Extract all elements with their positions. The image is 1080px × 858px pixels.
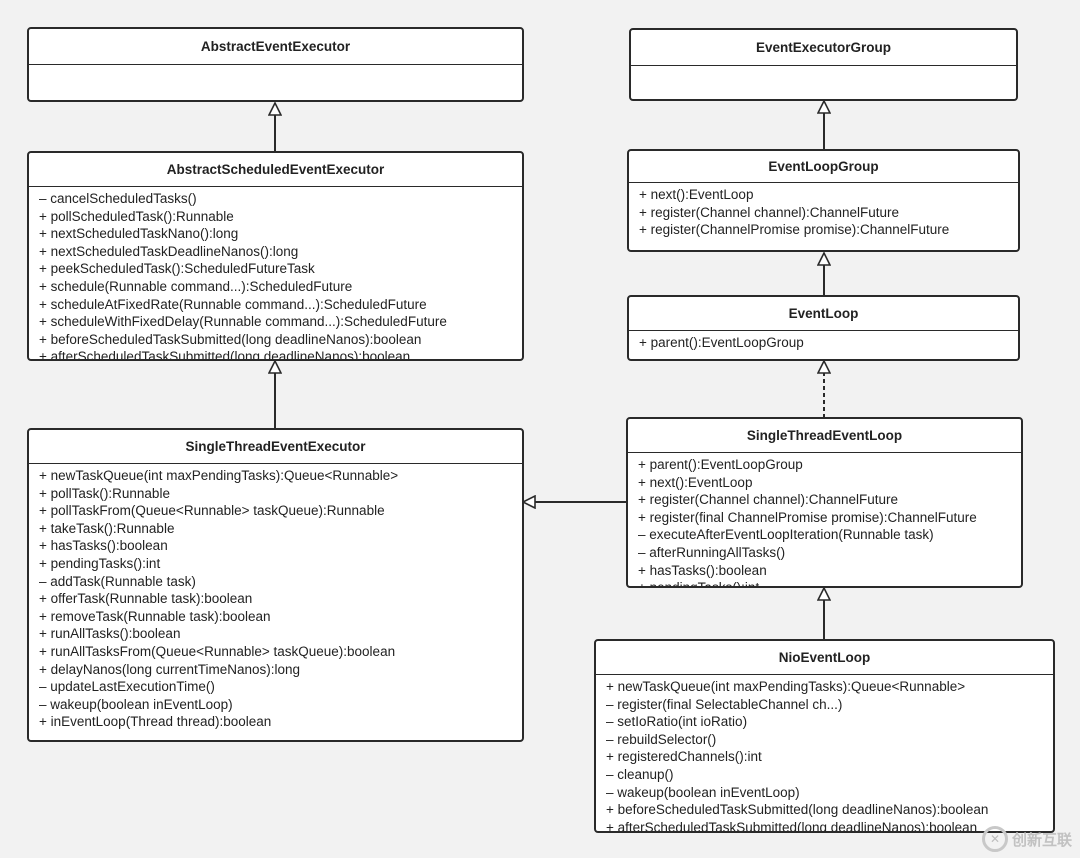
- class-member: + removeTask(Runnable task):boolean: [39, 608, 271, 624]
- member-list: + newTaskQueue(int maxPendingTasks):Queu…: [29, 464, 522, 742]
- class-member: + pollTask():Runnable: [39, 485, 170, 501]
- class-abstract-scheduled-event-executor: AbstractScheduledEventExecutor – cancelS…: [27, 151, 524, 361]
- class-member: – rebuildSelector(): [606, 731, 717, 747]
- class-member: + nextScheduledTaskNano():long: [39, 226, 239, 242]
- class-name: EventLoopGroup: [629, 151, 1018, 183]
- class-member: – setIoRatio(int ioRatio): [606, 714, 748, 730]
- class-member: – afterRunningAllTasks(): [638, 544, 786, 560]
- class-single-thread-event-executor: SingleThreadEventExecutor + newTaskQueue…: [27, 428, 524, 742]
- class-member: + beforeScheduledTaskSubmitted(long dead…: [606, 802, 989, 818]
- class-member: – executeAfterEventLoopIteration(Runnabl…: [638, 527, 934, 543]
- member-list: + newTaskQueue(int maxPendingTasks):Queu…: [596, 675, 1053, 833]
- class-member: + afterScheduledTaskSubmitted(long deadl…: [606, 819, 978, 833]
- class-member: ...: [39, 731, 51, 742]
- class-name: AbstractScheduledEventExecutor: [29, 153, 522, 187]
- brand-logo-icon: ✕: [981, 826, 1008, 852]
- class-name: SingleThreadEventLoop: [628, 419, 1021, 453]
- member-list: – cancelScheduledTasks() + pollScheduledT…: [29, 187, 522, 361]
- class-member: – wakeup(boolean inEventLoop): [39, 696, 233, 712]
- class-member: + register(Channel channel):ChannelFutur…: [638, 492, 899, 508]
- class-member: + parent():EventLoopGroup: [638, 457, 803, 472]
- class-name: NioEventLoop: [596, 641, 1053, 675]
- class-event-loop: EventLoop + parent():EventLoopGroup: [627, 295, 1020, 361]
- class-member: + newTaskQueue(int maxPendingTasks):Queu…: [39, 468, 399, 483]
- watermark-logo: ✕ 创新互联: [981, 826, 1072, 852]
- class-nio-event-loop: NioEventLoop + newTaskQueue(int maxPendi…: [594, 639, 1055, 833]
- class-member: + pendingTasks():int: [39, 555, 161, 571]
- class-member: + runAllTasksFrom(Queue<Runnable> taskQu…: [39, 643, 396, 659]
- class-abstract-event-executor: AbstractEventExecutor: [27, 27, 524, 102]
- class-member: – addTask(Runnable task): [39, 573, 196, 589]
- class-member: + inEventLoop(Thread thread):boolean: [39, 714, 272, 730]
- class-member: + schedule(Runnable command...):Schedule…: [39, 278, 353, 294]
- class-member: + next():EventLoop: [639, 187, 754, 202]
- class-member: + takeTask():Runnable: [39, 520, 175, 536]
- class-member: + register(ChannelPromise promise):Chann…: [639, 222, 950, 238]
- member-list: [29, 65, 522, 68]
- class-member: + runAllTasks():boolean: [39, 626, 181, 642]
- class-member: + registeredChannels():int: [606, 749, 762, 765]
- class-member: + scheduleAtFixedRate(Runnable command..…: [39, 296, 427, 312]
- class-member: – cleanup(): [606, 766, 674, 782]
- class-member: – updateLastExecutionTime(): [39, 679, 215, 695]
- class-member: + delayNanos(long currentTimeNanos):long: [39, 661, 301, 677]
- class-member: + pollTaskFrom(Queue<Runnable> taskQueue…: [39, 503, 385, 519]
- class-member: + parent():EventLoopGroup: [639, 335, 804, 350]
- class-name: EventExecutorGroup: [631, 30, 1016, 66]
- class-member: + next():EventLoop: [638, 474, 753, 490]
- class-member: + nextScheduledTaskDeadlineNanos():long: [39, 243, 299, 259]
- class-member: + peekScheduledTask():ScheduledFutureTas…: [39, 261, 315, 277]
- class-member: + register(Channel channel):ChannelFutur…: [639, 204, 900, 220]
- class-member: + newTaskQueue(int maxPendingTasks):Queu…: [606, 679, 966, 694]
- class-event-executor-group: EventExecutorGroup: [629, 28, 1018, 101]
- member-list: + next():EventLoop + register(Channel cha…: [629, 183, 1018, 239]
- class-member: + pollScheduledTask():Runnable: [39, 208, 234, 224]
- class-member: – cancelScheduledTasks(): [39, 191, 197, 206]
- class-member: + pendingTasks():int: [638, 580, 760, 588]
- class-member: + beforeScheduledTaskSubmitted(long dead…: [39, 331, 422, 347]
- class-member: + afterScheduledTaskSubmitted(long deadl…: [39, 349, 411, 361]
- member-list: [631, 66, 1016, 69]
- class-member: + scheduleWithFixedDelay(Runnable comman…: [39, 314, 447, 330]
- class-member: + offerTask(Runnable task):boolean: [39, 591, 253, 607]
- class-name: EventLoop: [629, 297, 1018, 331]
- class-member: + hasTasks():boolean: [39, 538, 168, 554]
- class-name: SingleThreadEventExecutor: [29, 430, 522, 464]
- class-single-thread-event-loop: SingleThreadEventLoop + parent():EventLo…: [626, 417, 1023, 588]
- member-list: + parent():EventLoopGroup: [629, 331, 1018, 352]
- member-list: + parent():EventLoopGroup + next():EventL…: [628, 453, 1021, 588]
- class-event-loop-group: EventLoopGroup + next():EventLoop + regis…: [627, 149, 1020, 252]
- class-member: + register(final ChannelPromise promise)…: [638, 509, 977, 525]
- class-name: AbstractEventExecutor: [29, 29, 522, 65]
- class-member: – wakeup(boolean inEventLoop): [606, 784, 800, 800]
- watermark-text: 创新互联: [1011, 831, 1072, 849]
- class-member: + hasTasks():boolean: [638, 562, 767, 578]
- class-member: – register(final SelectableChannel ch...…: [606, 696, 843, 712]
